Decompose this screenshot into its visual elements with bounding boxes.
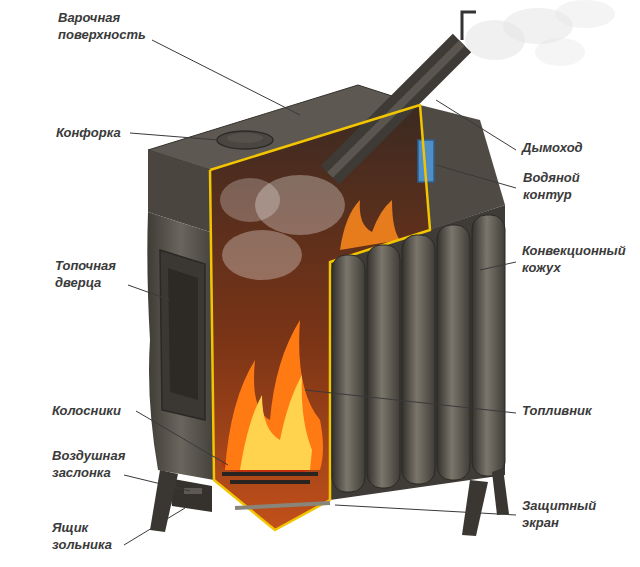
leader-line xyxy=(124,508,185,545)
leader-line xyxy=(480,262,516,270)
burner xyxy=(217,131,273,149)
grate-bar xyxy=(230,480,310,484)
rib xyxy=(402,235,435,484)
part-label: Топочная дверца xyxy=(55,258,116,292)
smoke-puff xyxy=(222,230,302,280)
leg xyxy=(492,468,509,515)
rib xyxy=(472,215,505,476)
part-label: Дымоход xyxy=(522,140,583,157)
part-label: Защитный экран xyxy=(522,498,596,532)
part-label: Варочная поверхность xyxy=(58,10,146,44)
flame xyxy=(225,320,323,470)
protective-screen xyxy=(235,503,330,508)
rib xyxy=(332,255,365,492)
front-body xyxy=(147,212,214,480)
leader-line xyxy=(436,100,516,150)
door-window xyxy=(168,268,198,400)
part-label: Воздушная заслонка xyxy=(52,448,125,482)
leader-line xyxy=(130,133,218,140)
grate xyxy=(222,474,318,482)
part-label: Конвекционный кожух xyxy=(522,243,626,277)
cut-edge xyxy=(210,105,430,530)
burner-cap xyxy=(227,133,263,143)
leg xyxy=(150,470,178,532)
chimney-highlight xyxy=(330,43,462,175)
leader-line xyxy=(305,390,516,413)
smoke-puff xyxy=(220,178,280,222)
part-label: Топливник xyxy=(522,403,592,420)
part-label: Колосники xyxy=(52,403,121,420)
part-label: Конфорка xyxy=(56,125,121,142)
chimney-hook xyxy=(462,12,476,40)
rib xyxy=(367,245,400,488)
rib xyxy=(437,225,470,480)
firebox-door xyxy=(160,250,205,420)
firebox-interior xyxy=(210,105,430,530)
air-damper xyxy=(184,488,202,494)
grate-bar xyxy=(222,472,318,476)
leader-line xyxy=(152,40,300,115)
leg xyxy=(462,480,488,536)
smoke-puff xyxy=(535,38,585,66)
part-label: Ящик зольника xyxy=(52,520,112,554)
leader-line xyxy=(128,285,170,300)
flame-core xyxy=(240,375,312,470)
chimney xyxy=(330,43,462,175)
smoke-puff xyxy=(555,0,615,28)
leader-line xyxy=(124,475,190,491)
leader-line xyxy=(136,411,228,465)
leader-line xyxy=(335,505,516,515)
leader-lines xyxy=(124,40,516,545)
part-label: Водяной контур xyxy=(523,170,580,204)
convection-ribs xyxy=(332,215,505,492)
leader-line xyxy=(436,165,516,188)
